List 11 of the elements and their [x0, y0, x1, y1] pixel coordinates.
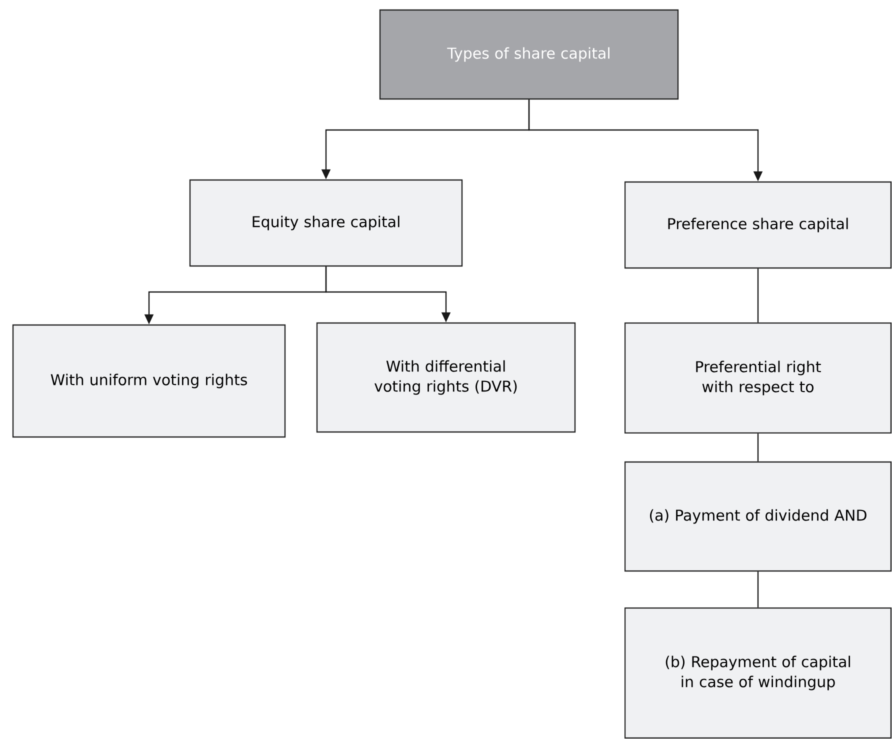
category-box: With uniform voting rights [12, 324, 286, 438]
category-box: Preferential right with respect to [624, 322, 892, 434]
category-box: Preference share capital [624, 181, 892, 269]
category-box: Equity share capital [189, 179, 463, 267]
connector [757, 268, 759, 322]
connector [757, 572, 759, 608]
connector [757, 434, 759, 462]
title-box: Types of share capital [379, 9, 679, 100]
category-box: With differential voting rights (DVR) [316, 322, 576, 433]
category-box: (a) Payment of dividend AND [624, 461, 892, 572]
category-box: (b) Repayment of capital in case of windingup [624, 607, 892, 739]
